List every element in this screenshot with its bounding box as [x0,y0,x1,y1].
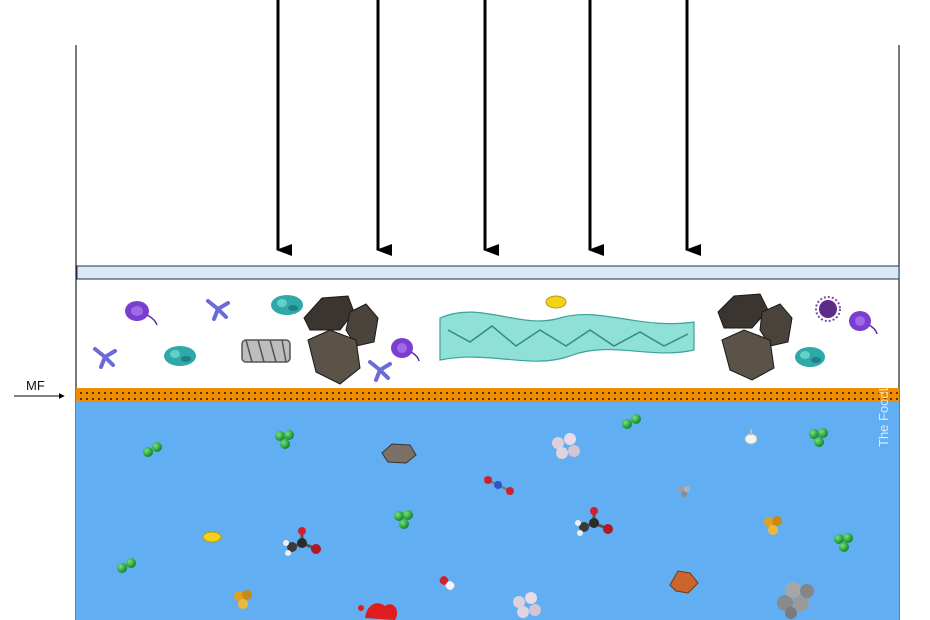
bacteria-icon [391,338,420,362]
fat-globule-icon [545,295,567,309]
salt-crystal-icon [764,516,782,535]
fat-globule-icon [202,531,222,543]
nitrite-molecule-icon [484,476,514,495]
watermark: The FoodLighthouse [876,328,891,447]
mf-membrane [76,388,899,401]
water-molecule-icon [275,430,294,449]
yeast-icon [93,347,117,369]
salt-crystal-icon [669,570,699,594]
spore-icon [241,339,291,363]
pressure-plate [76,265,900,280]
water-molecule-icon [117,558,136,573]
blood-drop-icon [358,603,398,620]
acetic-acid-molecule-icon [575,507,613,536]
yeast-icon [206,299,230,321]
vitamin-capsule-icon [744,429,758,445]
permeate-region [76,400,899,620]
protein-chain-icon [439,311,695,362]
salt-crystal-icon [678,486,690,497]
water-molecule-icon [834,533,853,552]
water-molecule-icon [394,510,413,529]
vitamin-capsule-icon [439,576,455,591]
lactose-icon [513,592,541,618]
mineral-rock-icon [381,443,417,464]
water-molecule-icon [622,414,641,429]
lactose-icon [552,433,580,459]
acetic-acid-molecule-icon [283,527,321,556]
mf-label: MF [26,378,45,393]
retentate-particles [93,293,878,385]
casein-micelle-icon [271,295,303,315]
bacteria-icon [125,301,158,326]
spore-icon [815,296,841,322]
water-molecule-icon [809,428,828,447]
yeast-icon [368,360,392,382]
casein-micelle-icon [777,582,814,619]
casein-micelle-icon [164,346,196,366]
water-molecule-icon [143,442,162,457]
casein-micelle-icon [795,347,825,367]
salt-crystal-icon [234,590,252,609]
permeate-particles [117,414,853,620]
mineral-rock-icon [717,293,793,381]
bacteria-icon [849,311,878,335]
mineral-rock-icon [303,295,379,385]
pressure-arrows [276,0,701,256]
